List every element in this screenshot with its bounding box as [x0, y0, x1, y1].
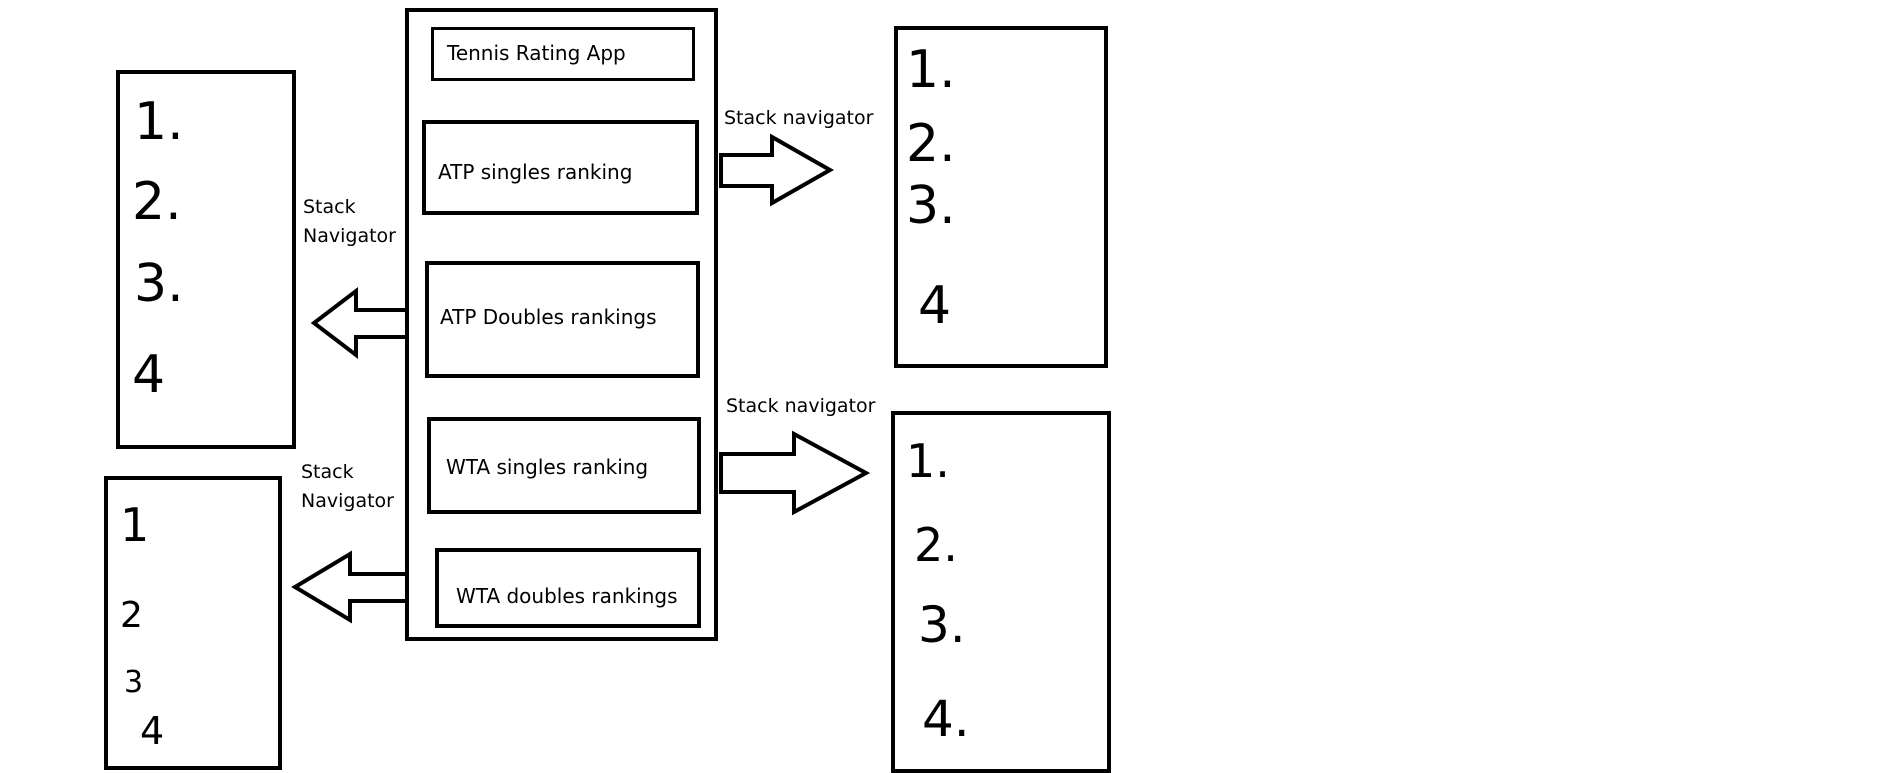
- list-item: 3.: [134, 254, 184, 314]
- stack-navigator-label-top-left: Stack Navigator: [303, 196, 396, 247]
- stack-navigator-label-top-right: Stack navigator: [724, 107, 874, 129]
- atp-singles-label: ATP singles ranking: [438, 160, 633, 184]
- list-item: 4: [918, 276, 952, 336]
- stack-navigator-label-bottom-right: Stack navigator: [726, 395, 876, 417]
- list-item: 1.: [906, 434, 950, 488]
- list-item: 2.: [132, 172, 182, 232]
- app-title: Tennis Rating App: [447, 41, 626, 65]
- atp-doubles-label: ATP Doubles rankings: [440, 305, 657, 329]
- list-item: 3.: [906, 176, 956, 236]
- atp-singles-ranking-screen: [894, 26, 1108, 368]
- list-item: 1.: [906, 40, 956, 100]
- wta-singles-ranking-screen: [891, 411, 1111, 773]
- list-item: 2.: [914, 518, 958, 572]
- wta-singles-label: WTA singles ranking: [446, 455, 649, 479]
- atp-doubles-button[interactable]: [425, 261, 700, 378]
- list-item: 4.: [922, 690, 970, 748]
- list-item: 4: [132, 345, 166, 405]
- stack-navigator-label-bottom-left: Stack Navigator: [301, 461, 394, 512]
- list-item: 2: [120, 595, 143, 636]
- atp-doubles-ranking-screen: [116, 70, 296, 449]
- app-title-box: [431, 27, 695, 81]
- arrow-right-wta-singles: [719, 430, 871, 516]
- list-item: 1: [120, 498, 150, 552]
- list-item: 1.: [134, 92, 184, 152]
- arrow-right-atp-singles: [719, 133, 835, 207]
- atp-singles-button[interactable]: [422, 120, 699, 215]
- wta-doubles-button[interactable]: [435, 548, 701, 628]
- wta-doubles-ranking-screen: [104, 476, 282, 770]
- wta-doubles-label: WTA doubles rankings: [456, 584, 678, 608]
- wta-singles-button[interactable]: [427, 417, 701, 514]
- list-item: 3.: [918, 596, 966, 654]
- arrow-left-wta-doubles: [291, 550, 409, 624]
- list-item: 4: [140, 709, 165, 753]
- arrow-left-atp-doubles: [310, 286, 409, 360]
- list-item: 3: [124, 665, 144, 700]
- list-item: 2.: [906, 114, 956, 174]
